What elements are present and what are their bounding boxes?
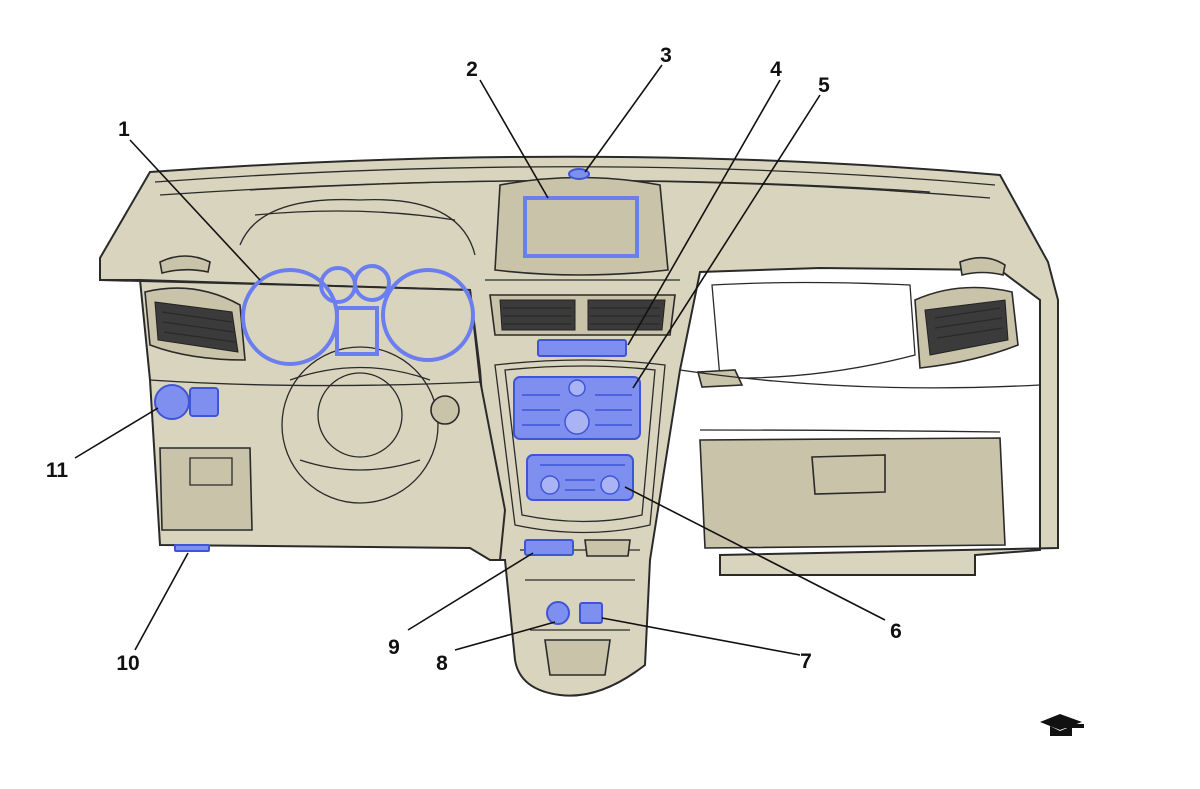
component-sensor xyxy=(568,168,590,180)
component-hazard-switch-panel xyxy=(537,339,627,357)
callout-7: 7 xyxy=(800,650,812,673)
component-audio-control-panel xyxy=(513,376,641,440)
callout-4: 4 xyxy=(770,58,782,81)
component-climate-control-panel xyxy=(526,454,634,501)
component-console-button xyxy=(579,602,603,624)
leader-11 xyxy=(74,407,159,459)
callout-1: 1 xyxy=(118,118,130,141)
component-console-knob xyxy=(546,601,570,625)
leader-9 xyxy=(407,552,534,631)
callout-6: 6 xyxy=(890,620,902,643)
leader-6 xyxy=(624,486,886,621)
component-instrument-cluster xyxy=(241,264,475,366)
leader-4 xyxy=(627,79,781,346)
component-display-screen xyxy=(523,196,639,258)
leader-7 xyxy=(601,617,801,656)
component-underdash-strip xyxy=(174,544,210,552)
leader-1 xyxy=(129,139,261,281)
callout-9: 9 xyxy=(388,636,400,659)
component-light-switch xyxy=(154,384,219,420)
leader-2 xyxy=(479,79,549,199)
leader-3 xyxy=(584,64,663,173)
leader-lines xyxy=(74,64,886,656)
component-console-switch-strip xyxy=(524,539,574,556)
callout-3: 3 xyxy=(660,44,672,67)
callout-11: 11 xyxy=(46,459,69,482)
graduation-cap-icon xyxy=(1040,714,1084,736)
callout-10: 10 xyxy=(116,652,139,675)
callout-labels: 1 2 3 4 5 6 7 8 9 10 11 xyxy=(46,44,902,675)
leader-10 xyxy=(134,552,189,651)
callout-8: 8 xyxy=(436,652,448,675)
callout-2: 2 xyxy=(466,58,478,81)
callout-5: 5 xyxy=(818,74,830,97)
leader-5 xyxy=(632,94,821,389)
leader-8 xyxy=(454,621,556,651)
